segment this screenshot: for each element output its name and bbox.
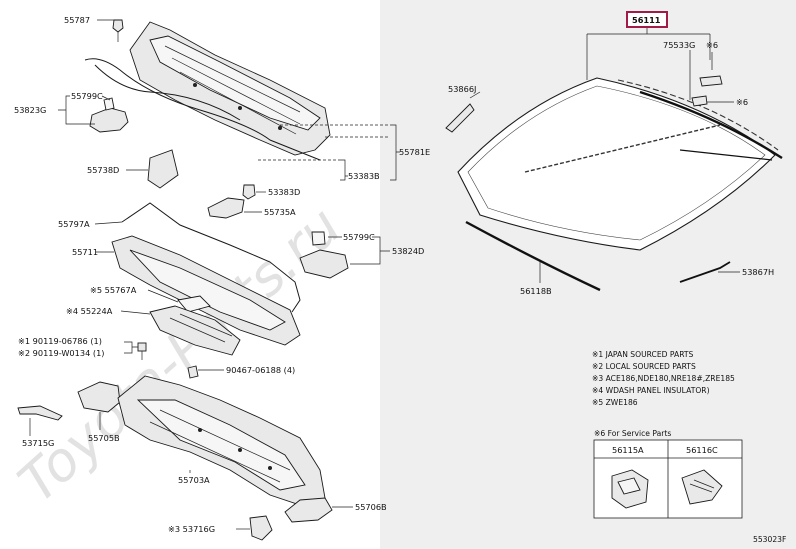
windshield-glass-56111	[457, 77, 779, 251]
hinge-bracket-53823G	[89, 97, 129, 133]
label-53716G: ※3 53716G	[168, 524, 215, 534]
label-75533G: 75533G	[663, 40, 695, 50]
service-parts-box	[593, 439, 743, 519]
notes-list: ※1 JAPAN SOURCED PARTS ※2 LOCAL SOURCED …	[592, 350, 735, 407]
label-55781E: 55781E	[399, 147, 430, 157]
seal-53715G	[17, 405, 63, 421]
label-53867H: 53867H	[742, 267, 774, 277]
cowl-lower-55703A	[117, 375, 326, 506]
pad-55738D	[147, 149, 179, 189]
label-55705B: 55705B	[88, 433, 120, 443]
insulator-55767A	[177, 295, 211, 313]
service-col-1: 56115A	[612, 445, 644, 455]
hinge-bracket-53824D	[299, 231, 349, 279]
clip-55787	[112, 19, 124, 42]
molding-56118B	[465, 220, 601, 292]
label-55706B: 55706B	[355, 502, 387, 512]
label-56118B: 56118B	[520, 286, 552, 296]
label-55735A: 55735A	[264, 207, 296, 217]
label-53823G: 53823G	[14, 105, 46, 115]
diagram-code: 553023F	[753, 535, 786, 544]
label-53866J: 53866J	[448, 84, 476, 94]
label-55797A: 55797A	[58, 219, 90, 229]
label-55703A: 55703A	[178, 475, 210, 485]
label-53383B: 53383B	[348, 171, 380, 181]
bracket-55735A	[207, 197, 245, 219]
label-53715G: 53715G	[22, 438, 54, 448]
highlight-box-56111[interactable]	[626, 11, 668, 28]
seal-53716G	[249, 515, 273, 541]
cover-53866J	[445, 103, 475, 133]
cable-55797A	[121, 202, 301, 313]
label-55767A: ※5 55767A	[90, 285, 137, 295]
note-2: ※2 LOCAL SOURCED PARTS	[592, 362, 696, 371]
label-55224A: ※4 55224A	[66, 306, 113, 316]
service-box-title: ※6 For Service Parts	[594, 429, 671, 438]
note-5: ※5 ZWE186	[592, 398, 638, 407]
clip-pair-upper	[691, 75, 723, 107]
cowl-wire-2	[94, 64, 241, 121]
label-75533G-note: ※6	[706, 40, 718, 50]
label-90467-06188: 90467-06188 (4)	[226, 365, 295, 375]
bracket-55705B	[77, 381, 121, 413]
label-90119-W0134: ※2 90119-W0134 (1)	[18, 348, 104, 358]
insulator-55224A	[149, 305, 241, 356]
clip-53383D	[242, 184, 256, 200]
label-55799C-a: 55799C	[71, 91, 103, 101]
note-4: ※4 WDASH PANEL INSULATOR)	[592, 386, 710, 395]
label-56111: 56111	[632, 15, 661, 25]
label-55738D: 55738D	[87, 165, 119, 175]
clip-90467	[187, 365, 199, 379]
service-col-2: 56116C	[686, 445, 718, 455]
note-3: ※3 ACE186,NDE180,NRE18#,ZRE185	[592, 374, 735, 383]
bracket-55706B	[284, 497, 333, 523]
molding-strip	[639, 90, 783, 160]
label-55799C-b: 55799C	[343, 232, 375, 242]
cover-53867H	[679, 261, 731, 283]
cowl-panel-55711	[111, 235, 301, 346]
label-53824D: 53824D	[392, 246, 424, 256]
label-90119-06786: ※1 90119-06786 (1)	[18, 336, 102, 346]
cowl-wire	[84, 58, 321, 161]
label-53383D: 53383D	[268, 187, 300, 197]
label-55711: 55711	[72, 247, 98, 257]
label-55787: 55787	[64, 15, 90, 25]
cowl-top-panel	[129, 21, 331, 156]
note-1: ※1 JAPAN SOURCED PARTS	[592, 350, 694, 359]
label-small-note: ※6	[736, 97, 748, 107]
